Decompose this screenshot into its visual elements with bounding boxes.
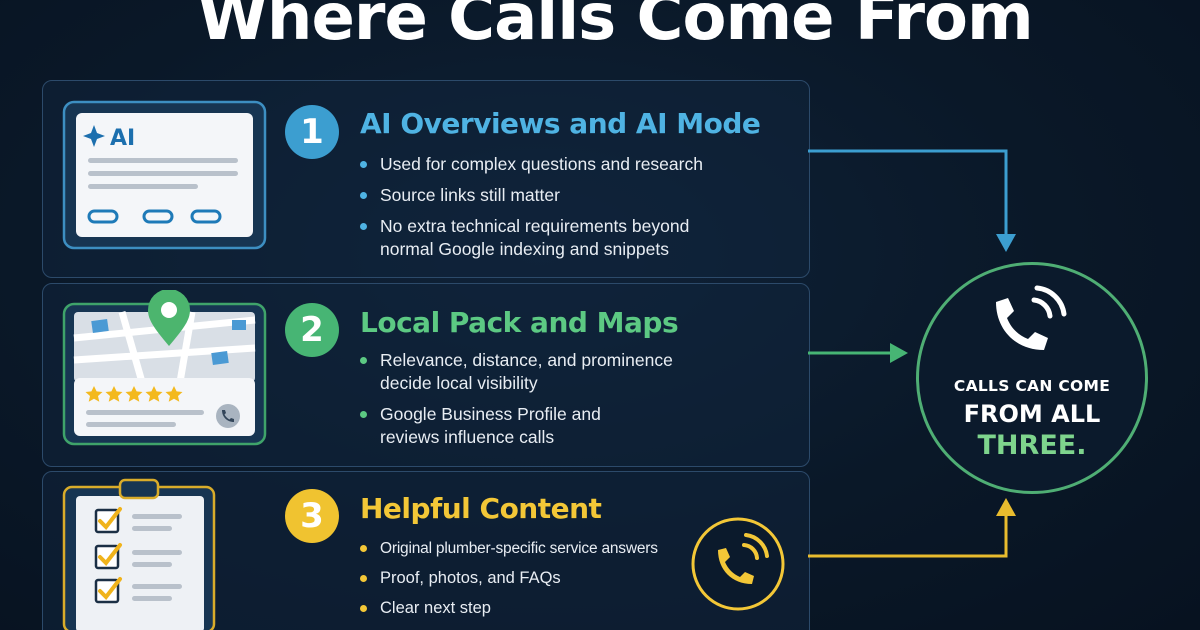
- phone-small-icon: [216, 404, 240, 428]
- local-map-illustration: [62, 290, 267, 446]
- list-item: Original plumber-specific service answer…: [360, 537, 658, 560]
- section-title-ai: AI Overviews and AI Mode: [360, 107, 761, 140]
- list-item: No extra technical requirements beyond n…: [360, 215, 703, 261]
- section-title-local: Local Pack and Maps: [360, 306, 679, 339]
- list-item: Relevance, distance, and prominence deci…: [360, 349, 673, 395]
- list-item: Source links still matter: [360, 184, 703, 207]
- step-number-1: 1: [285, 105, 339, 159]
- checklist-icon: [94, 507, 122, 604]
- ai-label: AI: [110, 126, 135, 151]
- list-item: Proof, photos, and FAQs: [360, 567, 658, 590]
- arrow-yellow: [808, 498, 1016, 558]
- bullet-list-ai: Used for complex questions and research …: [360, 153, 703, 269]
- list-item: Clear next step: [360, 597, 658, 620]
- arrow-blue: [808, 149, 1016, 252]
- page-title: Where Calls Come From: [197, 0, 1033, 55]
- rating-stars: [85, 386, 183, 402]
- list-item: Google Business Profile and reviews infl…: [360, 403, 673, 449]
- step-number-2: 2: [285, 303, 339, 357]
- phone-yellow-icon: [691, 517, 785, 611]
- arrow-green: [808, 343, 908, 363]
- calls-line-1: CALLS CAN COME: [953, 377, 1111, 395]
- ai-sparkle-icon: [83, 125, 105, 147]
- step-number-3: 3: [285, 489, 339, 543]
- ai-overview-illustration: AI: [62, 100, 267, 250]
- calls-line-3: THREE.: [977, 430, 1087, 461]
- section-title-content: Helpful Content: [360, 492, 602, 525]
- calls-line-2: FROM ALL: [963, 400, 1101, 428]
- list-item: Used for complex questions and research: [360, 153, 703, 176]
- bullet-list-local: Relevance, distance, and prominence deci…: [360, 349, 673, 457]
- phone-icon: [996, 285, 1067, 350]
- bullet-list-content: Original plumber-specific service answer…: [360, 537, 658, 627]
- map-pin-icon: [148, 290, 190, 346]
- checklist-illustration: [62, 478, 216, 630]
